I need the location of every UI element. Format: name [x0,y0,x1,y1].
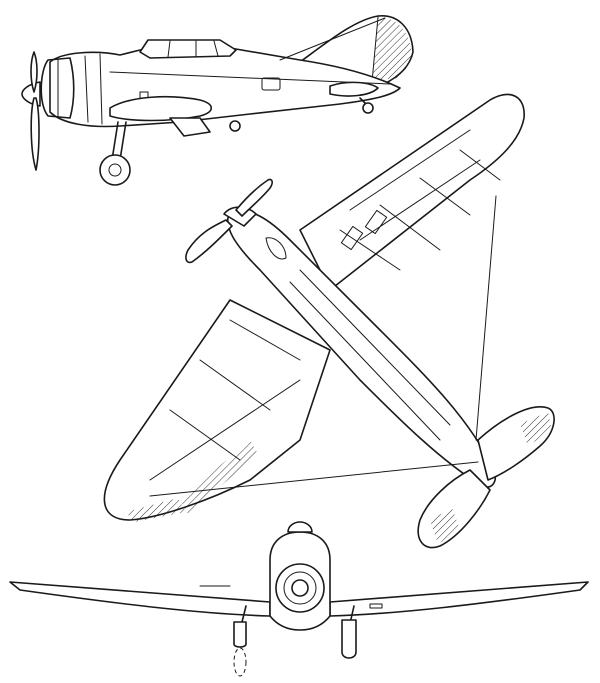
horizontal-stabilizer [329,81,379,97]
retracted-wheel-outline [233,647,247,677]
left-tailplane [417,469,491,549]
propeller-blade-top [30,51,38,93]
prop-blade-plan-left [185,219,233,264]
small-fitting [229,120,241,132]
gear-strut [111,121,119,161]
side-window [261,77,281,91]
side-view [21,15,414,186]
propeller-blade-bottom [30,97,40,171]
plan-view [103,93,555,549]
tail-wheel [362,102,374,114]
canopy-front [287,521,313,533]
left-wheel-front [233,621,247,648]
left-wing-front [9,581,271,617]
right-wing-front [329,581,589,617]
tail-fin [299,15,414,85]
rudder-hatching [372,17,412,80]
right-wheel-front [341,619,357,659]
cockpit-plan [265,237,287,260]
spinner-front [291,579,309,597]
main-wheel [99,154,131,186]
wing-root-side [109,95,213,122]
wheel-fairing [169,117,211,137]
reference-line [475,195,497,441]
prop-blade-plan-right [235,178,273,217]
fuselage-plan [226,209,497,488]
engine-cowling [40,57,75,119]
tailwheel-strut [359,97,367,105]
canopy [139,39,237,59]
front-view [9,521,589,677]
